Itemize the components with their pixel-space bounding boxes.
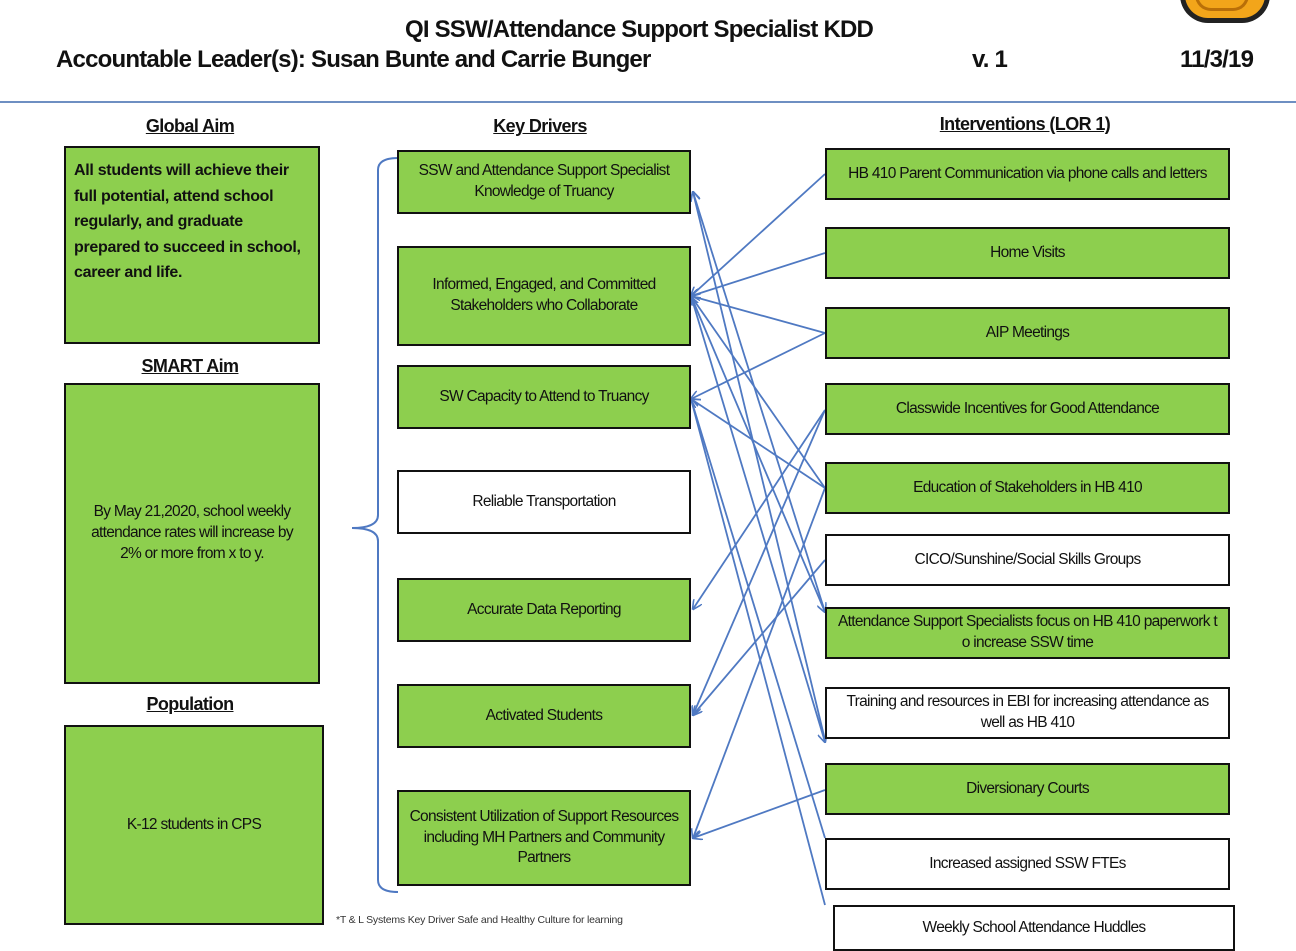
connector-arrow xyxy=(691,332,826,399)
intervention-classwide-incentives: Classwide Incentives for Good Attendance xyxy=(825,383,1230,435)
diagram-title: QI SSW/Attendance Support Specialist KDD xyxy=(405,16,874,43)
intervention-home-visits: Home Visits xyxy=(825,227,1230,279)
footnote: *T & L Systems Key Driver Safe and Healt… xyxy=(336,914,623,926)
key-driver-transportation: Reliable Transportation xyxy=(397,470,691,534)
connector-arrow xyxy=(690,295,825,742)
connector-arrow xyxy=(693,192,826,613)
connector-arrow xyxy=(693,192,826,741)
key-driver-stakeholders: Informed, Engaged, and Committed Stakeho… xyxy=(397,246,691,346)
key-drivers-heading: Key Drivers xyxy=(493,116,587,136)
connector-arrow xyxy=(693,559,826,715)
accountable-leaders: Accountable Leader(s): Susan Bunte and C… xyxy=(56,46,651,73)
intervention-aip-meetings: AIP Meetings xyxy=(825,307,1230,359)
connector-arrow xyxy=(693,487,826,838)
intervention-ebi-training: Training and resources in EBI for increa… xyxy=(825,687,1230,739)
intervention-education-stakeholders: Education of Stakeholders in HB 410 xyxy=(825,462,1230,514)
intervention-attendance-huddles: Weekly School Attendance Huddles xyxy=(833,905,1235,951)
connector-arrow xyxy=(693,789,826,838)
key-driver-truancy-knowledge: SSW and Attendance Support Specialist Kn… xyxy=(397,150,691,214)
key-driver-activated-students: Activated Students xyxy=(397,684,691,748)
key-driver-support-resources: Consistent Utilization of Support Resour… xyxy=(397,790,691,886)
global-aim-box: All students will achieve their full pot… xyxy=(64,146,320,344)
intervention-ssw-ftes: Increased assigned SSW FTEs xyxy=(825,838,1230,890)
connector-arrow xyxy=(693,409,826,715)
connector-arrow xyxy=(691,296,826,334)
population-heading: Population xyxy=(146,694,235,714)
key-driver-data-reporting: Accurate Data Reporting xyxy=(397,578,691,642)
version-label: v. 1 xyxy=(972,46,1008,73)
interventions-heading: Interventions (LOR 1) xyxy=(939,114,1111,134)
logo-emblem xyxy=(1180,0,1270,23)
connector-arrow xyxy=(691,173,826,296)
date-label: 11/3/19 xyxy=(1180,46,1254,73)
smart-aim-heading: SMART Aim xyxy=(141,356,240,376)
key-driver-sw-capacity: SW Capacity to Attend to Truancy xyxy=(397,365,691,429)
connector-arrow xyxy=(691,296,826,489)
connector-arrow xyxy=(691,399,826,839)
header-divider xyxy=(0,101,1296,103)
connector-arrow xyxy=(691,399,826,489)
connector-arrow xyxy=(691,252,826,296)
smart-aim-box: By May 21,2020, school weekly attendance… xyxy=(64,383,320,684)
population-box: K-12 students in CPS xyxy=(64,725,324,925)
connector-arrow xyxy=(693,409,826,609)
connector-arrow xyxy=(690,295,825,612)
intervention-cico-groups: CICO/Sunshine/Social Skills Groups xyxy=(825,534,1230,586)
drivers-bracket xyxy=(351,157,399,893)
intervention-specialists-paperwork: Attendance Support Specialists focus on … xyxy=(825,607,1230,659)
intervention-parent-communication: HB 410 Parent Communication via phone ca… xyxy=(825,148,1230,200)
connector-arrow xyxy=(691,399,826,906)
intervention-diversionary-courts: Diversionary Courts xyxy=(825,763,1230,815)
global-aim-heading: Global Aim xyxy=(145,116,235,136)
